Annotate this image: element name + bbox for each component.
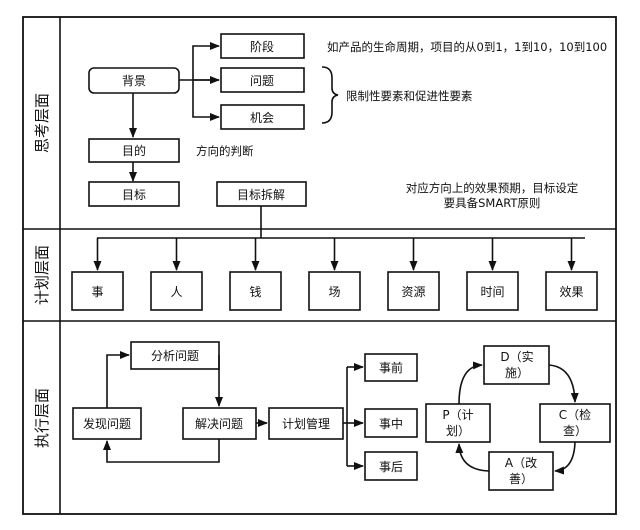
plan-item-box	[387, 271, 440, 311]
note-goal-line1: 对应方向上的效果预期，目标设定	[406, 181, 579, 195]
plan-item-label: 场	[328, 285, 340, 299]
plan-item-box	[466, 271, 519, 311]
layer-label-planning: 计划层面	[33, 245, 51, 305]
after-label: 事后	[379, 460, 403, 474]
after-box	[364, 451, 418, 481]
arrow-plan-to-do	[458, 361, 483, 405]
plan-item-box	[150, 271, 203, 311]
note-direction: 方向的判断	[196, 144, 254, 158]
plan-item-label: 事	[91, 285, 103, 299]
before-label: 事前	[379, 360, 403, 375]
plan-manage-label: 计划管理	[282, 416, 330, 431]
layer-label-execution: 执行层面	[33, 388, 51, 448]
arrow-find-to-analyze	[106, 351, 130, 408]
note-goal-line2: 要具备SMART原则	[444, 196, 541, 210]
solve-problem-label: 解决问题	[195, 417, 243, 431]
goal-breakdown-box	[216, 181, 307, 207]
purpose-box	[88, 138, 180, 163]
during-box	[364, 408, 418, 438]
pdca-act-line1: A（改	[505, 456, 537, 470]
arrow-act-to-plan	[455, 443, 490, 472]
arrow-check-to-act	[554, 441, 576, 475]
pdca-act-box	[488, 451, 554, 491]
note-stage: 如产品的生命周期，项目的从0到1，1到10，10到100	[327, 40, 607, 54]
background-label: 背景	[122, 74, 146, 88]
opportunity-label: 机会	[250, 111, 274, 125]
analyze-problem-label: 分析问题	[151, 349, 199, 363]
pdca-do-line2: 施）	[505, 366, 529, 380]
opportunity-box	[220, 104, 305, 130]
plan-item-label: 资源	[401, 285, 425, 299]
plan-item-label: 人	[170, 285, 182, 299]
arrow-solve-to-find	[103, 439, 220, 463]
plan-item-label: 钱	[249, 284, 261, 299]
arrow-to-opportunity	[192, 80, 220, 121]
purpose-label: 目的	[122, 143, 146, 158]
problem-box	[220, 67, 305, 93]
find-problem-label: 发现问题	[83, 416, 131, 431]
analyze-problem-box	[130, 341, 220, 370]
plan-item-label: 效果	[559, 284, 583, 299]
stage-label: 阶段	[250, 39, 274, 54]
stage-box	[220, 33, 305, 59]
goal-box	[88, 181, 180, 207]
arrow-do-to-check	[548, 364, 579, 403]
pdca-check-line2: 查）	[563, 424, 587, 438]
pdca-act-line2: 善）	[509, 471, 533, 486]
during-label: 事中	[379, 416, 403, 431]
pdca-do-box	[483, 345, 550, 385]
problem-label: 问题	[250, 74, 274, 88]
plan-item-box	[71, 271, 124, 311]
goal-label: 目标	[122, 188, 146, 202]
plan-item-box	[229, 271, 282, 311]
layer-label-thinking: 思考层面	[33, 93, 51, 153]
plan-item-label: 时间	[480, 285, 504, 299]
pdca-check-line1: C（检	[559, 407, 591, 422]
pdca-plan-box	[425, 403, 491, 443]
plan-items: 事 人 钱 场 资源 时间 效果	[71, 271, 598, 311]
note-constraints: 限制性要素和促进性要素	[346, 89, 473, 103]
arrow-to-stage	[192, 42, 220, 80]
before-box	[364, 353, 418, 382]
pdca-do-line1: D（实	[500, 349, 533, 364]
pdca-plan-line1: P（计	[442, 408, 473, 422]
plan-item-box	[308, 271, 361, 311]
background-box	[88, 67, 180, 94]
outer-frame	[22, 16, 617, 515]
brace	[321, 66, 339, 124]
pdca-plan-line2: 划）	[446, 424, 470, 438]
plan-arrows	[93, 238, 576, 271]
plan-item-box	[545, 271, 598, 311]
goal-breakdown-label: 目标拆解	[237, 187, 285, 202]
